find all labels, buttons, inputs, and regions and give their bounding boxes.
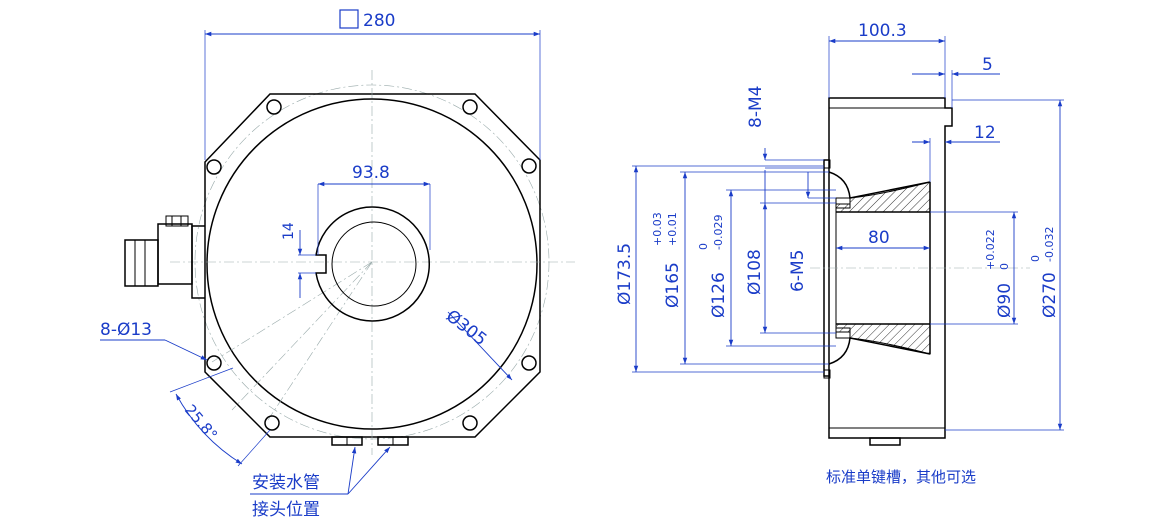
dim-165-value: Ø165 [663, 262, 683, 308]
dim-14-value: 14 [281, 222, 297, 240]
dim-270-value: Ø270 [1040, 272, 1060, 318]
dim-305-leader [447, 311, 513, 381]
mounting-hole [462, 99, 478, 115]
dim-93-8-value: 93.8 [352, 163, 390, 183]
dim-270-lower-tol: -0.032 [1043, 227, 1056, 262]
front-view: 280 93.8 14 Ø305 8-Ø13 25.8° 安装水管 接头位置 [100, 9, 575, 520]
dim-280-value: 280 [363, 11, 395, 31]
front-housing-outline [204, 93, 541, 438]
water-pipe-note-line2: 接头位置 [252, 500, 320, 520]
keyway-note: 标准单键槽，其他可选 [826, 468, 976, 486]
dim-173-5-value: Ø173.5 [615, 243, 635, 305]
dim-90-upper-tol: +0.022 [984, 229, 997, 270]
dim-5-value: 5 [982, 55, 993, 75]
dim-165-upper-tol: +0.03 [651, 212, 664, 246]
dim-80-value: 80 [868, 228, 890, 248]
dim-108-value: Ø108 [745, 249, 765, 295]
mounting-holes [206, 99, 537, 431]
dim-8-13-value: 8-Ø13 [100, 320, 152, 340]
dim-13-leader [164, 339, 208, 361]
mounting-hole [266, 99, 282, 115]
mounting-hole [264, 415, 280, 431]
dim-25-8-value: 25.8° [181, 401, 221, 444]
dim-126-upper-tol: 0 [697, 243, 710, 250]
dim-90-lower-tol: 0 [998, 263, 1011, 270]
front-bore-inner-circle [331, 221, 417, 307]
side-connector [124, 215, 205, 299]
dim-6-m5-value: 6-M5 [788, 250, 808, 292]
front-radial-2 [267, 261, 373, 421]
dim-305-value: Ø305 [442, 306, 490, 350]
mounting-hole [206, 159, 222, 175]
side-bottom-fitting [869, 437, 901, 446]
side-body-outline [828, 97, 953, 439]
dim-8-m4-value: 8-M4 [746, 86, 766, 128]
mounting-hole [521, 355, 537, 371]
front-radial-1 [211, 261, 373, 363]
water-pipe-fittings [331, 436, 409, 446]
front-main-circle [206, 98, 538, 430]
square-size-icon [339, 9, 359, 29]
front-bore-keyway [315, 206, 430, 322]
mounting-hole [462, 415, 478, 431]
dim-270-upper-tol: 0 [1029, 255, 1042, 262]
side-view: 100.3 5 12 8-M4 Ø173.5 Ø165 +0.03 +0.01 … [615, 21, 1064, 486]
dim-126-lower-tol: -0.029 [712, 215, 725, 250]
side-lower-section [835, 323, 931, 355]
mounting-hole [206, 355, 222, 371]
dim-angle-arc [175, 393, 243, 465]
dim-12-value: 12 [974, 123, 996, 143]
side-upper-section [835, 181, 931, 213]
dim-100-3-value: 100.3 [858, 21, 907, 41]
mounting-hole [521, 158, 537, 174]
dim-90-value: Ø90 [995, 283, 1015, 318]
water-pipe-note-line1: 安装水管 [252, 473, 320, 493]
dim-165-lower-tol: +0.01 [666, 212, 679, 246]
dim-126-value: Ø126 [709, 272, 729, 318]
front-radial-3 [231, 261, 373, 411]
